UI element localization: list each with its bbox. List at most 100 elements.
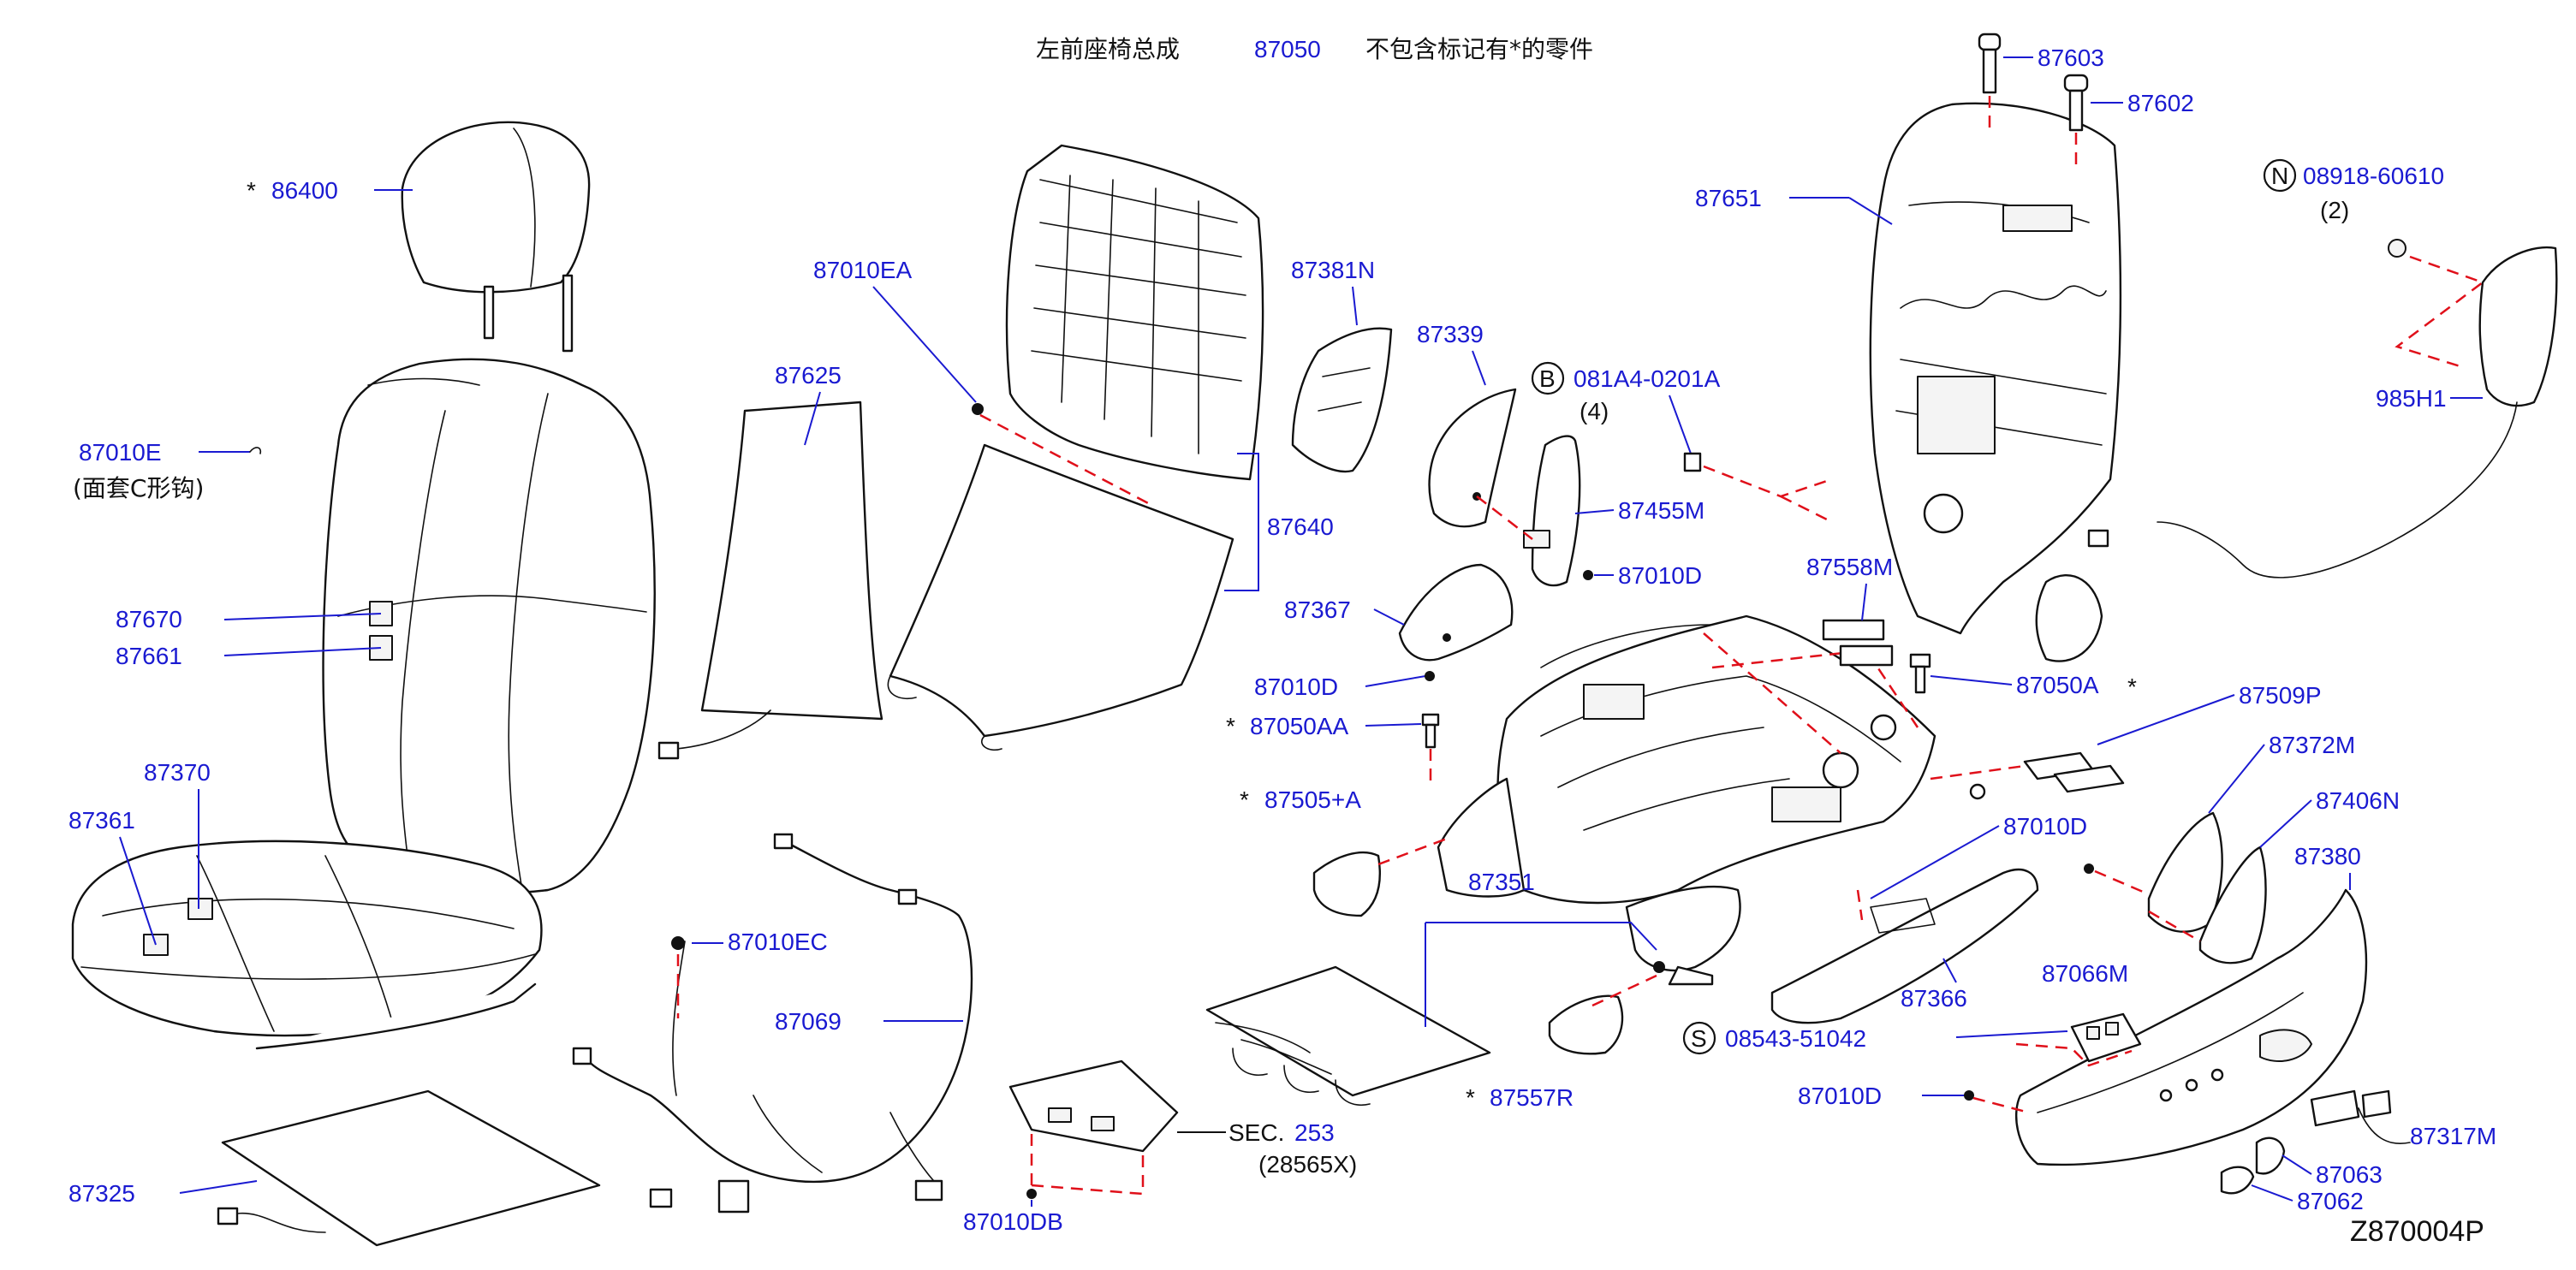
svg-text:*: * xyxy=(1240,786,1249,813)
label-87361: 87361 xyxy=(68,807,157,946)
clip-87010D-c xyxy=(2084,863,2094,874)
label-87339: 87339 xyxy=(1417,321,1486,386)
guide-clip-87010D-c xyxy=(2094,869,2150,896)
svg-text:SEC.: SEC. xyxy=(1229,1119,1284,1146)
assembly-number: 87050 xyxy=(1254,36,1321,62)
svg-text:87010D: 87010D xyxy=(2003,813,2087,840)
label-87625: 87625 xyxy=(775,362,842,446)
label-87066M: 87066M xyxy=(1955,960,2128,1038)
airbag-985H1 xyxy=(2087,246,2558,579)
svg-text:87625: 87625 xyxy=(775,362,842,389)
label-87050AA: * 87050AA xyxy=(1226,713,1440,787)
svg-text:985H1: 985H1 xyxy=(2376,385,2447,412)
label-985H1: 985H1 xyxy=(2376,385,2483,412)
svg-text:87455M: 87455M xyxy=(1618,497,1704,524)
svg-text:87050A: 87050A xyxy=(2016,672,2099,698)
svg-text:*: * xyxy=(247,177,256,204)
svg-text:87367: 87367 xyxy=(1284,596,1351,623)
label-87603: 87603 xyxy=(2003,45,2104,71)
label-87509P: * 87509P xyxy=(1930,674,2322,793)
svg-text:87050AA: 87050AA xyxy=(1250,713,1349,739)
label-87069: 87069 xyxy=(775,1008,963,1035)
svg-text:(2): (2) xyxy=(2320,197,2349,223)
svg-text:87010DB: 87010DB xyxy=(963,1208,1063,1235)
svg-text:87557R: 87557R xyxy=(1490,1084,1574,1111)
seatback-frame-87651 xyxy=(1869,102,2122,662)
svg-text:87325: 87325 xyxy=(68,1180,135,1207)
rails-87351 xyxy=(1205,965,1491,1106)
label-87602: 87602 xyxy=(2091,90,2194,116)
svg-text:87063: 87063 xyxy=(2316,1161,2383,1188)
label-87640: 87640 xyxy=(1224,453,1334,591)
seatback-pad-87625 xyxy=(657,401,883,760)
seat-frame-assembly xyxy=(1437,614,1936,986)
label-87557R: * 87557R xyxy=(1466,1084,1574,1111)
bracket-87558M xyxy=(1822,619,1894,667)
seatback-cover xyxy=(322,358,656,894)
switch-knob-87062 xyxy=(2220,1166,2255,1195)
diagram-header: 左前座椅总成 87050 不包含标记有*的零件 xyxy=(1036,35,1593,63)
label-87010D-b: 87010D xyxy=(1583,562,1702,589)
label-87381N: 87381N xyxy=(1291,257,1375,326)
assembly-note: 不包含标记有*的零件 xyxy=(1365,35,1593,63)
svg-text:86400: 86400 xyxy=(271,177,338,204)
svg-text:*: * xyxy=(1226,713,1235,739)
svg-text:87670: 87670 xyxy=(116,606,182,632)
svg-text:08918-60610: 08918-60610 xyxy=(2303,163,2444,189)
guide-87602 xyxy=(2063,74,2089,167)
label-87661: 87661 xyxy=(116,643,382,669)
label-87010EC: 87010EC xyxy=(671,929,828,1018)
svg-text:*: * xyxy=(2127,674,2137,700)
svg-text:87010EC: 87010EC xyxy=(728,929,828,955)
bracket-87455M xyxy=(1523,435,1581,587)
svg-text:253: 253 xyxy=(1294,1119,1335,1146)
switch-87317M xyxy=(2310,1089,2411,1144)
label-87380: 87380 xyxy=(2294,843,2361,890)
svg-text:87381N: 87381N xyxy=(1291,257,1375,283)
svg-text:87372M: 87372M xyxy=(2269,732,2355,758)
wire-harness-87069 xyxy=(572,833,973,1214)
svg-text:S: S xyxy=(1691,1025,1707,1052)
svg-text:87339: 87339 xyxy=(1417,321,1484,347)
svg-text:87010E: 87010E xyxy=(79,439,162,466)
svg-text:87558M: 87558M xyxy=(1806,554,1893,580)
trim-87367 xyxy=(1398,563,1514,662)
label-87367: 87367 xyxy=(1284,596,1405,626)
svg-text:87069: 87069 xyxy=(775,1008,842,1035)
label-87317M: 87317M xyxy=(2410,1123,2496,1149)
label-87050A: 87050A xyxy=(1909,653,2099,698)
side-shield-87380 xyxy=(2014,888,2368,1166)
svg-text:87661: 87661 xyxy=(116,643,182,669)
label-nut-N: N 08918-60610 (2) xyxy=(2263,158,2485,370)
label-87010EA: 87010EA xyxy=(813,257,1152,507)
svg-text:(面套C形钩): (面套C形钩) xyxy=(73,474,204,502)
label-87063: 87063 xyxy=(2282,1154,2383,1188)
svg-text:87509P: 87509P xyxy=(2239,682,2322,709)
assembly-title: 左前座椅总成 xyxy=(1036,35,1180,63)
svg-text:(28565X): (28565X) xyxy=(1258,1151,1357,1178)
svg-text:87317M: 87317M xyxy=(2410,1123,2496,1149)
label-87010E: 87010E (面套C形钩) xyxy=(73,439,262,502)
svg-text:87062: 87062 xyxy=(2297,1188,2364,1214)
label-86400: * 86400 xyxy=(247,177,413,204)
label-87558M: 87558M xyxy=(1806,554,1893,621)
svg-text:87010EA: 87010EA xyxy=(813,257,913,283)
label-87010D-c: 87010D xyxy=(1870,783,2087,899)
side-trim-87381N xyxy=(1291,327,1393,473)
seat-cushion-cover xyxy=(71,840,543,1050)
control-module-28565X xyxy=(1008,1059,1179,1199)
svg-text:87366: 87366 xyxy=(1901,985,1967,1012)
bracket-87372M xyxy=(2147,811,2223,933)
label-bolt-B: B 081A4-0201A (4) xyxy=(1531,361,1833,524)
label-87010D-d: 87010D xyxy=(1798,1083,2030,1114)
guide-frame xyxy=(1703,632,1919,754)
svg-text:B: B xyxy=(1539,365,1556,392)
label-87370: 87370 xyxy=(144,759,211,909)
svg-text:87010D: 87010D xyxy=(1254,674,1338,700)
guide-87603 xyxy=(1978,33,2002,128)
label-87651: 87651 xyxy=(1695,185,1893,225)
svg-text:87066M: 87066M xyxy=(2042,960,2128,987)
svg-text:87602: 87602 xyxy=(2127,90,2194,116)
label-87406N: 87406N xyxy=(2259,787,2400,848)
